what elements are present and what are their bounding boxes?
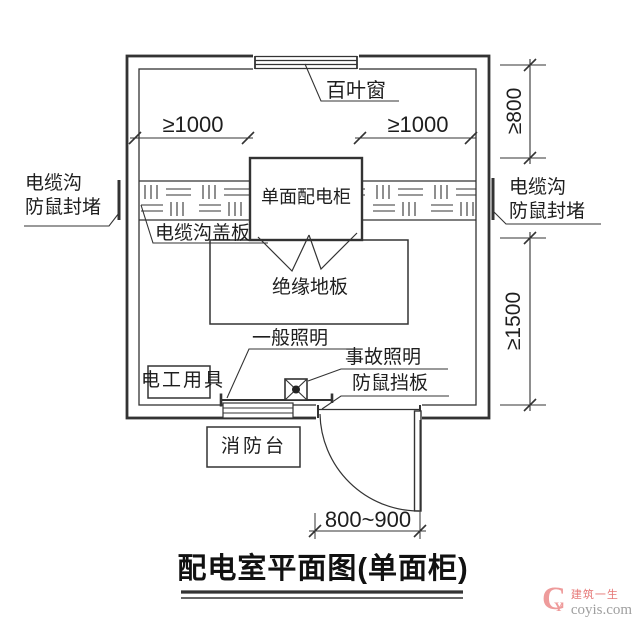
dimension-rear-clearance: ≥800 [503, 87, 526, 135]
bottom-louver-vent [222, 402, 294, 419]
door-swing-arc [319, 413, 420, 512]
watermark-site: coyis.com [570, 602, 633, 618]
fire-station-label: 消防台 [220, 436, 287, 457]
door-opening [316, 403, 422, 420]
watermark-brand: 建筑一生 [570, 589, 619, 601]
leader-emergency-lighting [307, 368, 448, 382]
electrician-tools-label: 电工用具 [141, 370, 226, 391]
dimension-front-corridor: ≥1500 [502, 291, 525, 351]
insulation-floor-outline [209, 239, 409, 325]
cabinet-label: 单面配电柜 [261, 187, 351, 207]
emergency-lighting-label: 事故照明 [345, 347, 422, 368]
general-lighting-label: 一般照明 [252, 328, 329, 349]
electrician-tools-box [147, 365, 211, 399]
rodent-baffle-label: 防鼠挡板 [352, 373, 429, 394]
louver-window [254, 55, 358, 70]
dimension-line-door-width [308, 420, 427, 539]
window-opening [253, 53, 359, 71]
trench-seal-right [491, 178, 601, 225]
insulation-leader-right [308, 232, 358, 271]
trench-seal-left [24, 180, 121, 227]
leader-general-lighting [226, 348, 350, 399]
dimension-left-clearance: ≥1000 [162, 112, 224, 137]
dimension-line-right-clearance [353, 131, 478, 145]
dimension-line-rear-clearance [500, 58, 546, 165]
dimension-door-width: 800~900 [324, 507, 412, 532]
dimension-line-front-corridor [500, 231, 546, 412]
trench-seal-left-label: 电缆沟 防鼠封堵 [25, 173, 102, 219]
leader-rodent-baffle [321, 395, 449, 410]
drawing-title: 配电室平面图(单面柜) [177, 553, 469, 585]
emergency-light-symbol [284, 378, 308, 401]
cabinet-outline [248, 156, 364, 242]
dimension-right-clearance: ≥1000 [387, 112, 449, 137]
dimension-line-left-clearance [128, 131, 255, 145]
leader-louver-window [304, 63, 399, 102]
insulation-floor-label: 绝缘地板 [271, 277, 348, 298]
trench-seal-right-label: 电缆沟 防鼠封堵 [509, 177, 586, 223]
louver-window-label: 百叶窗 [326, 80, 386, 102]
leader-trench-cover [140, 204, 268, 244]
insulation-leader-left [257, 234, 310, 273]
trench-cover-label: 电缆沟盖板 [155, 223, 251, 244]
fire-station-box [206, 426, 301, 468]
